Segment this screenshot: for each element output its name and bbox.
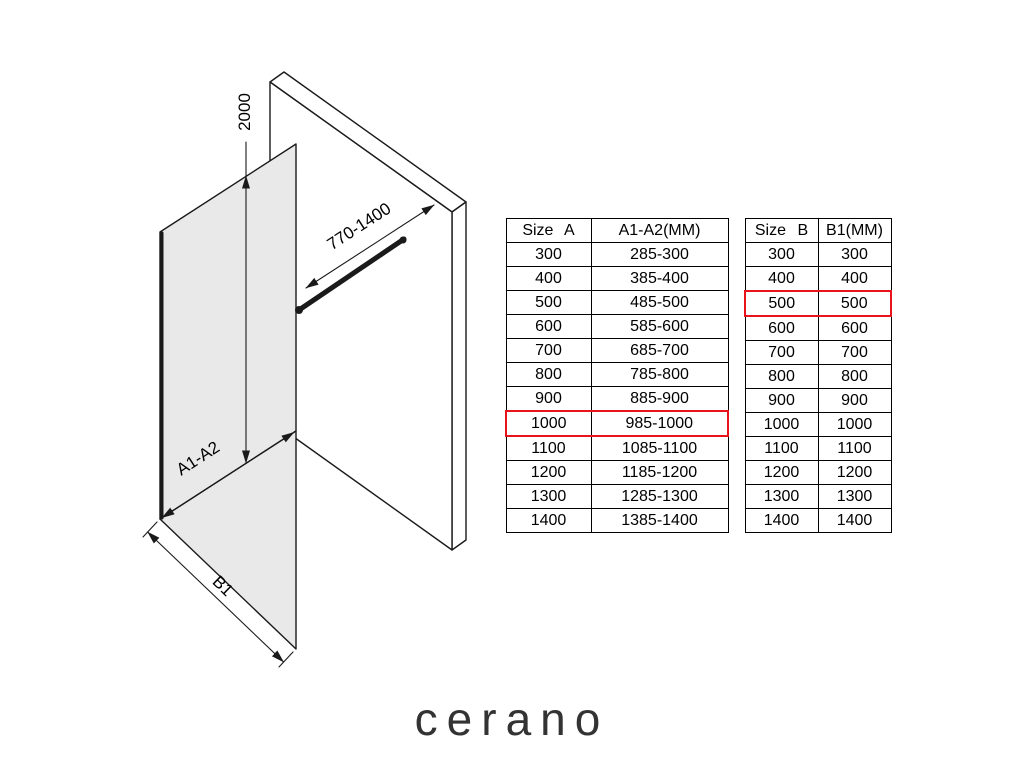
table-cell: 900 <box>744 388 819 413</box>
column-header: A1-A2(MM) <box>590 218 729 243</box>
table-cell: 885-900 <box>590 386 729 412</box>
table-cell: 300 <box>505 242 592 267</box>
table-cell: 685-700 <box>590 338 729 363</box>
table-cell: 400 <box>744 266 819 292</box>
column-header: Size B <box>744 218 819 243</box>
depth-dimension <box>142 521 294 668</box>
width-dimension <box>161 431 295 519</box>
table-cell: 785-800 <box>590 362 729 387</box>
table-cell: 900 <box>505 386 592 412</box>
table-cell: 800 <box>505 362 592 387</box>
support-bar-dimension <box>305 204 435 289</box>
column-header: Size A <box>505 218 592 243</box>
table-cell: 1285-1300 <box>590 484 729 509</box>
table-cell: 1300 <box>817 484 892 509</box>
height-dimension-label: 2000 <box>235 93 254 131</box>
table-cell: 1000 <box>817 412 892 437</box>
table-cell: 700 <box>744 340 819 365</box>
table-cell: 500 <box>505 290 592 315</box>
table-cell: 1100 <box>505 435 592 461</box>
table-cell: 700 <box>817 340 892 365</box>
table-cell: 1300 <box>505 484 592 509</box>
table-cell: 800 <box>744 364 819 389</box>
brand-logo: cerano <box>414 693 610 745</box>
table-cell: 1400 <box>744 508 819 533</box>
table-cell: 1400 <box>817 508 892 533</box>
table-cell: 700 <box>505 338 592 363</box>
glass-panel <box>159 143 297 650</box>
table-cell: 1100 <box>817 436 892 461</box>
table-cell: 900 <box>817 388 892 413</box>
wall <box>269 71 467 551</box>
table-cell: 1100 <box>744 436 819 461</box>
table-cell: 1200 <box>744 460 819 485</box>
table-cell: 400 <box>817 266 892 292</box>
table-cell: 600 <box>505 314 592 339</box>
table-cell: 1085-1100 <box>590 435 729 461</box>
table-cell: 1400 <box>505 508 592 533</box>
table-cell: 500 <box>817 290 892 317</box>
table-cell: 600 <box>817 315 892 341</box>
table-cell: 385-400 <box>590 266 729 291</box>
table-cell: 1200 <box>505 460 592 485</box>
table-cell: 500 <box>744 290 819 317</box>
table-cell: 800 <box>817 364 892 389</box>
column-header: B1(MM) <box>817 218 892 243</box>
table-cell: 400 <box>505 266 592 291</box>
table-cell: 1000 <box>505 410 592 437</box>
table-cell: 485-500 <box>590 290 729 315</box>
table-cell: 1385-1400 <box>590 508 729 533</box>
table-cell: 300 <box>744 242 819 267</box>
table-cell: 1300 <box>744 484 819 509</box>
table-cell: 300 <box>817 242 892 267</box>
table-cell: 285-300 <box>590 242 729 267</box>
table-cell: 1000 <box>744 412 819 437</box>
table-cell: 600 <box>744 315 819 341</box>
table-cell: 1185-1200 <box>590 460 729 485</box>
table-cell: 985-1000 <box>590 410 729 437</box>
table-cell: 1200 <box>817 460 892 485</box>
table-cell: 585-600 <box>590 314 729 339</box>
